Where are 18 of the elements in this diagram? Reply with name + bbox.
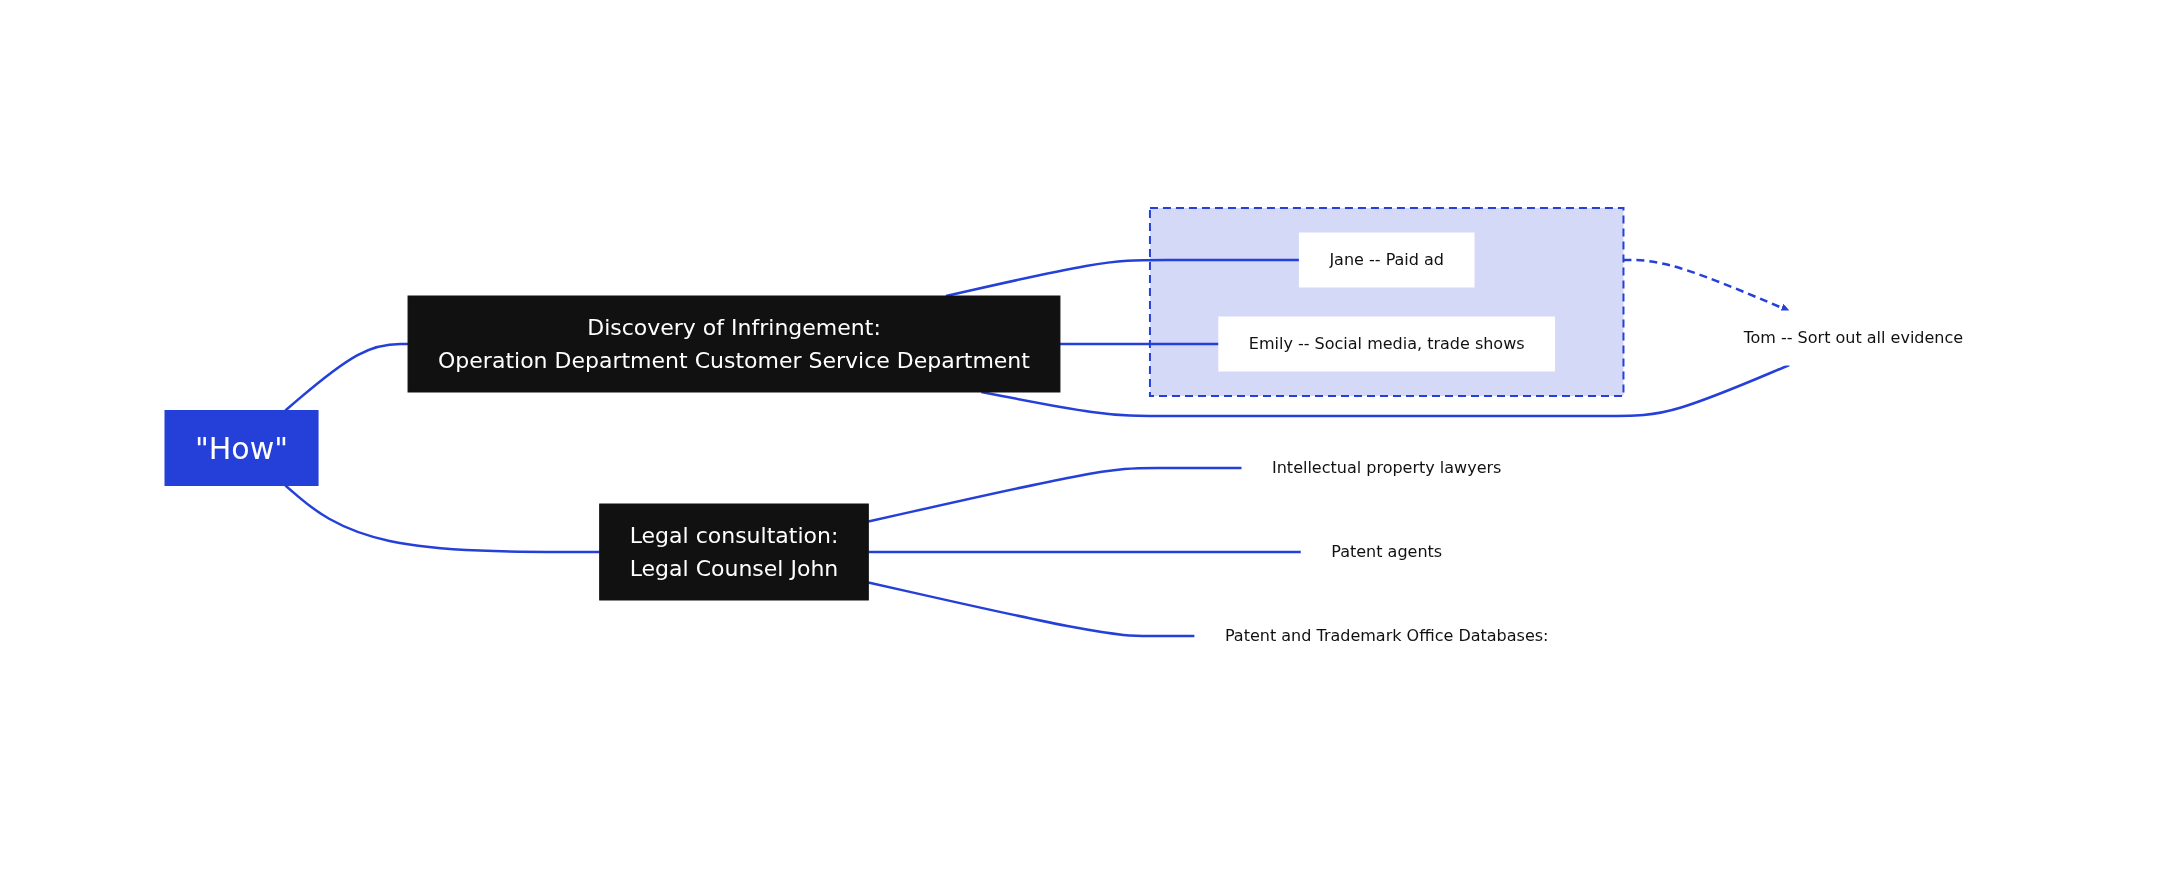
connector bbox=[284, 484, 600, 553]
connector bbox=[867, 580, 1195, 637]
node-box: Emily -- Social media, trade shows bbox=[1218, 316, 1555, 371]
connector bbox=[868, 550, 1302, 553]
connector bbox=[1059, 342, 1219, 345]
cluster bbox=[1148, 206, 1625, 397]
node-text: Tom -- Sort out all evidence bbox=[1743, 327, 1964, 347]
node-box: "How" bbox=[164, 409, 319, 486]
node-box: Jane -- Paid ad bbox=[1298, 232, 1475, 287]
connector bbox=[981, 363, 1790, 417]
connector bbox=[867, 466, 1242, 523]
node-text: Patent agents bbox=[1331, 541, 1443, 561]
node-text: Patent and Trademark Office Databases: bbox=[1224, 625, 1549, 645]
node-box: Legal consultation: Legal Counsel John bbox=[599, 503, 869, 600]
node-text: Intellectual property lawyers bbox=[1271, 457, 1502, 477]
connector bbox=[284, 342, 408, 411]
node-box: Discovery of Infringement: Operation Department Customer Service Department bbox=[407, 295, 1061, 392]
arrow bbox=[1623, 258, 1790, 312]
